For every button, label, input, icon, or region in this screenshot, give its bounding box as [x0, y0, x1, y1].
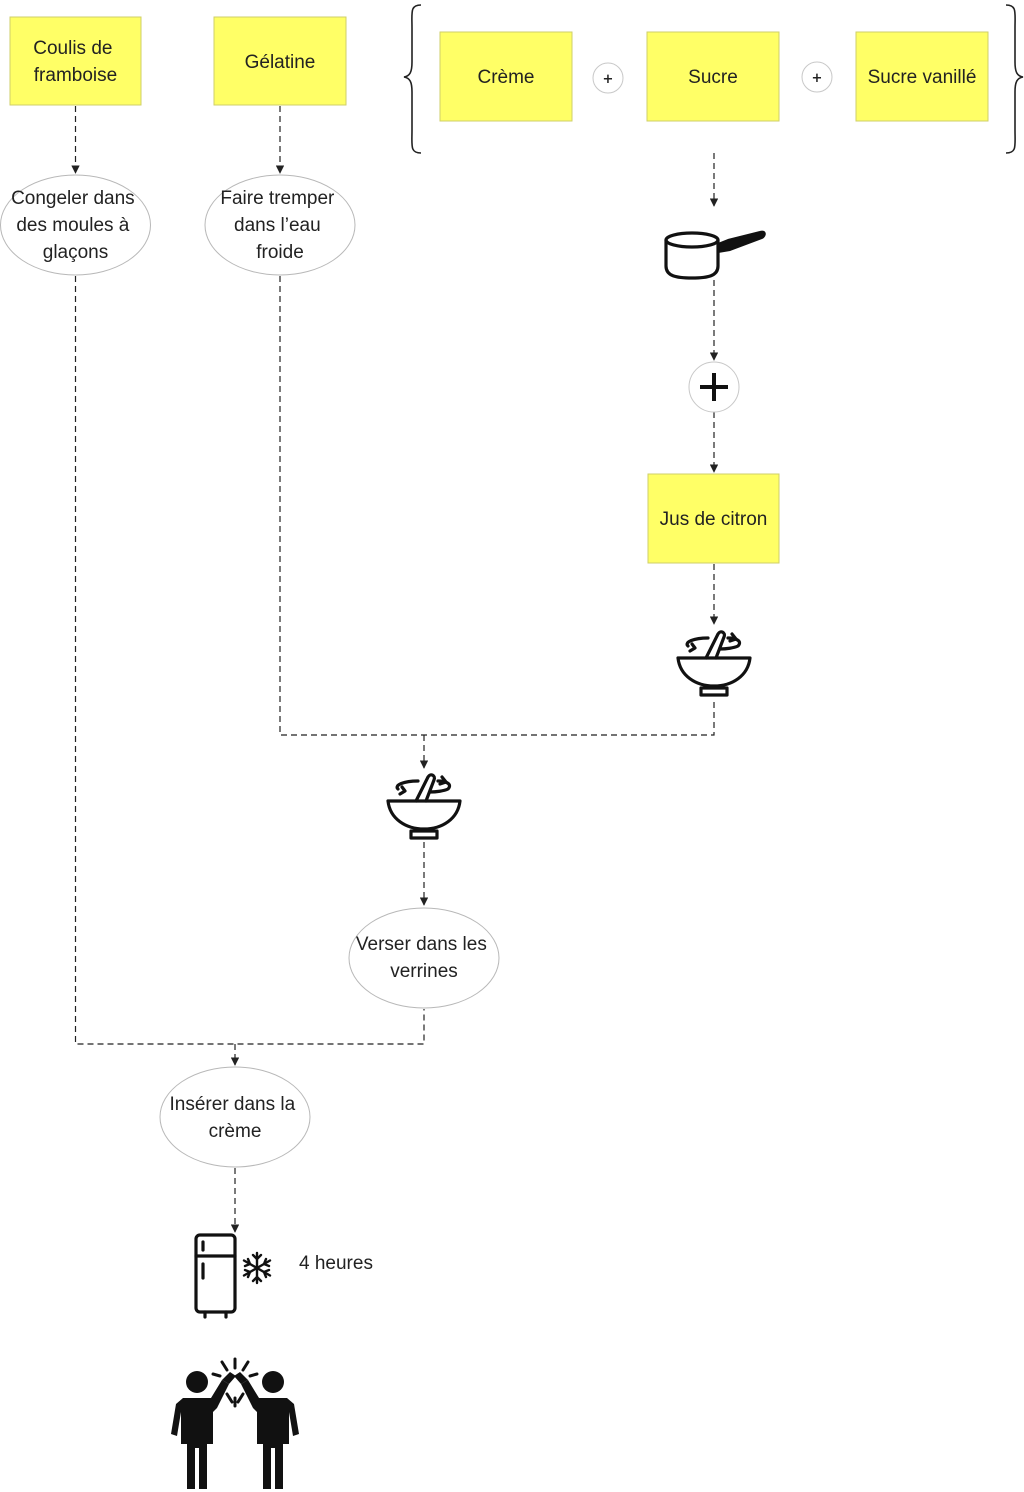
ingredient-jus-citron: Jus de citron — [647, 473, 780, 564]
snowflake-icon — [242, 1251, 272, 1285]
sticky-note — [646, 31, 780, 122]
ingredient-sucre-vanille: Sucre vanillé — [855, 31, 989, 122]
step-verser: Verser dans les verrines — [348, 907, 500, 1009]
fridge-duration: 4 heures — [299, 1253, 373, 1274]
ingredient-coulis-framboise: Coulis de framboise — [9, 16, 142, 106]
step-inserer: Insérer dans la crème — [159, 1066, 311, 1168]
high-five-icon — [171, 1357, 299, 1489]
tremper-label: Faire tremper dans l’eau froide — [220, 188, 339, 263]
plus-icon: + — [592, 62, 624, 94]
sticky-note — [439, 31, 573, 122]
sticky-note — [855, 31, 989, 122]
bracket-icon — [403, 4, 1024, 154]
sticky-note — [647, 473, 780, 564]
flow-connectors — [71, 106, 719, 1233]
gelatine-label: Gélatine — [245, 52, 316, 73]
ingredient-creme: Crème — [439, 31, 573, 122]
inserer-label: Insérer dans la crème — [170, 1094, 301, 1142]
coulis-label: Coulis de framboise — [33, 38, 118, 86]
svg-text:+: + — [603, 72, 614, 87]
step-congeler: Congeler dans des moules à glaçons — [0, 174, 151, 276]
plus-icon — [688, 361, 740, 413]
verser-label: Verser dans les verrines — [356, 934, 492, 982]
svg-text:+: + — [812, 71, 823, 86]
fridge-icon — [194, 1233, 237, 1319]
mixing-bowl-icon — [386, 773, 462, 840]
sucre-vanille-label: Sucre vanillé — [868, 67, 977, 88]
sucre-label: Sucre — [688, 67, 738, 88]
sticky-note — [213, 16, 347, 106]
creme-label: Crème — [477, 67, 534, 88]
jus-citron-label: Jus de citron — [660, 509, 768, 530]
sticky-note — [9, 16, 142, 106]
mixing-bowl-icon — [676, 630, 752, 697]
ingredient-gelatine: Gélatine — [213, 16, 347, 106]
ingredient-sucre: Sucre — [646, 31, 780, 122]
congeler-label: Congeler dans des moules à glaçons — [11, 188, 140, 263]
plus-icon: + — [801, 61, 833, 93]
saucepan-icon — [664, 230, 766, 280]
step-tremper: Faire tremper dans l’eau froide — [204, 174, 356, 276]
